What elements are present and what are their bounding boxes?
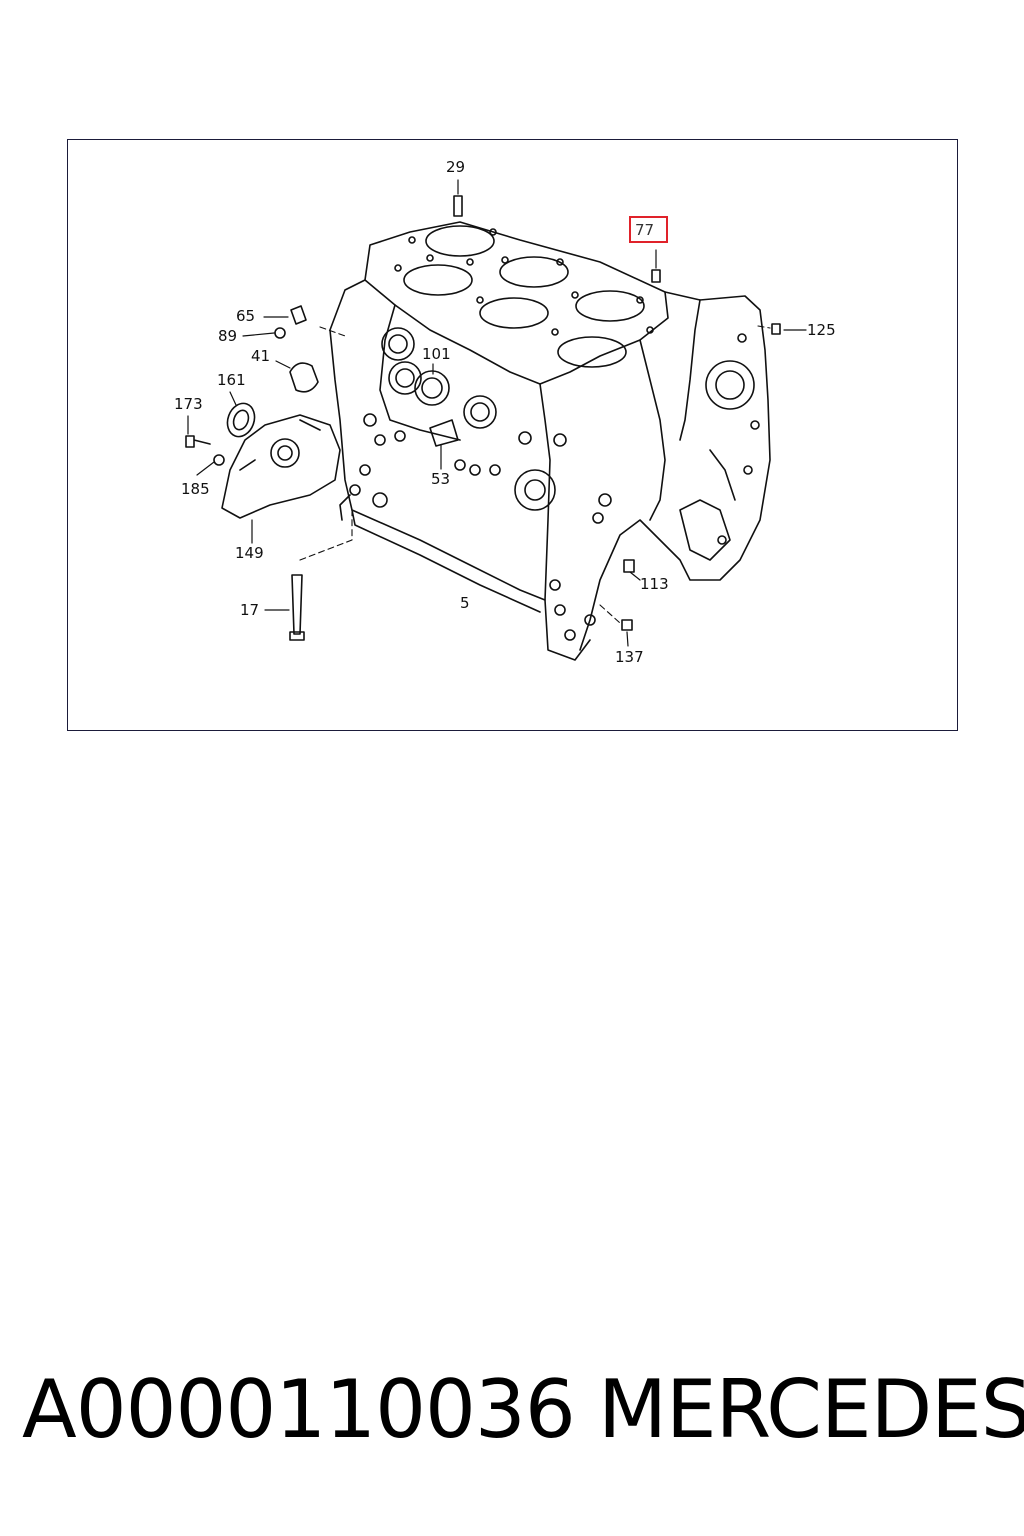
seal-carrier-149 — [221, 414, 341, 519]
bolt-173 — [185, 435, 211, 448]
cylinder-bore-4 — [479, 297, 549, 329]
washer-185 — [213, 454, 225, 466]
footer-caption: A0000110036 MERCEDES — [0, 1370, 1024, 1470]
callout-185: 185 — [181, 480, 210, 498]
stub-53 — [429, 419, 459, 447]
callout-161: 161 — [217, 371, 246, 389]
engine-block-drawing — [185, 179, 807, 661]
diagram-frame — [67, 139, 958, 731]
stud-29 — [453, 195, 463, 217]
cylinder-bore-3 — [499, 256, 569, 288]
callout-149: 149 — [235, 544, 264, 562]
callout-113: 113 — [640, 575, 669, 593]
block-bottom-rail — [351, 509, 541, 613]
callout-5: 5 — [460, 594, 470, 612]
callout-77-highlighted[interactable]: 77 — [629, 216, 668, 243]
cylinder-bore-2 — [403, 264, 473, 296]
pin-77 — [651, 269, 661, 283]
callout-137: 137 — [615, 648, 644, 666]
callout-29: 29 — [446, 158, 466, 176]
plug-89 — [274, 327, 286, 339]
callout-41: 41 — [251, 347, 271, 365]
cylinder-bore-5 — [575, 290, 645, 322]
callout-17: 17 — [240, 601, 260, 619]
sleeve-41 — [289, 362, 319, 393]
block-front-face — [329, 279, 546, 601]
seal-161 — [226, 402, 256, 438]
block-rear-cover — [579, 291, 771, 651]
bolt-17 — [289, 574, 305, 641]
callout-65: 65 — [236, 307, 256, 325]
plug-125 — [771, 323, 781, 335]
callout-125: 125 — [807, 321, 836, 339]
callout-89: 89 — [218, 327, 238, 345]
callout-101: 101 — [422, 345, 451, 363]
cylinder-bore-1 — [425, 225, 495, 257]
block-top-deck — [364, 221, 669, 385]
callout-173: 173 — [174, 395, 203, 413]
part-number: A0000110036 — [22, 1363, 576, 1456]
plug-65 — [290, 305, 307, 325]
brand-name: MERCEDES — [598, 1363, 1024, 1456]
callout-53: 53 — [431, 470, 451, 488]
plug-137 — [621, 619, 633, 631]
cylinder-bore-6 — [557, 336, 627, 368]
plug-113 — [623, 559, 635, 573]
